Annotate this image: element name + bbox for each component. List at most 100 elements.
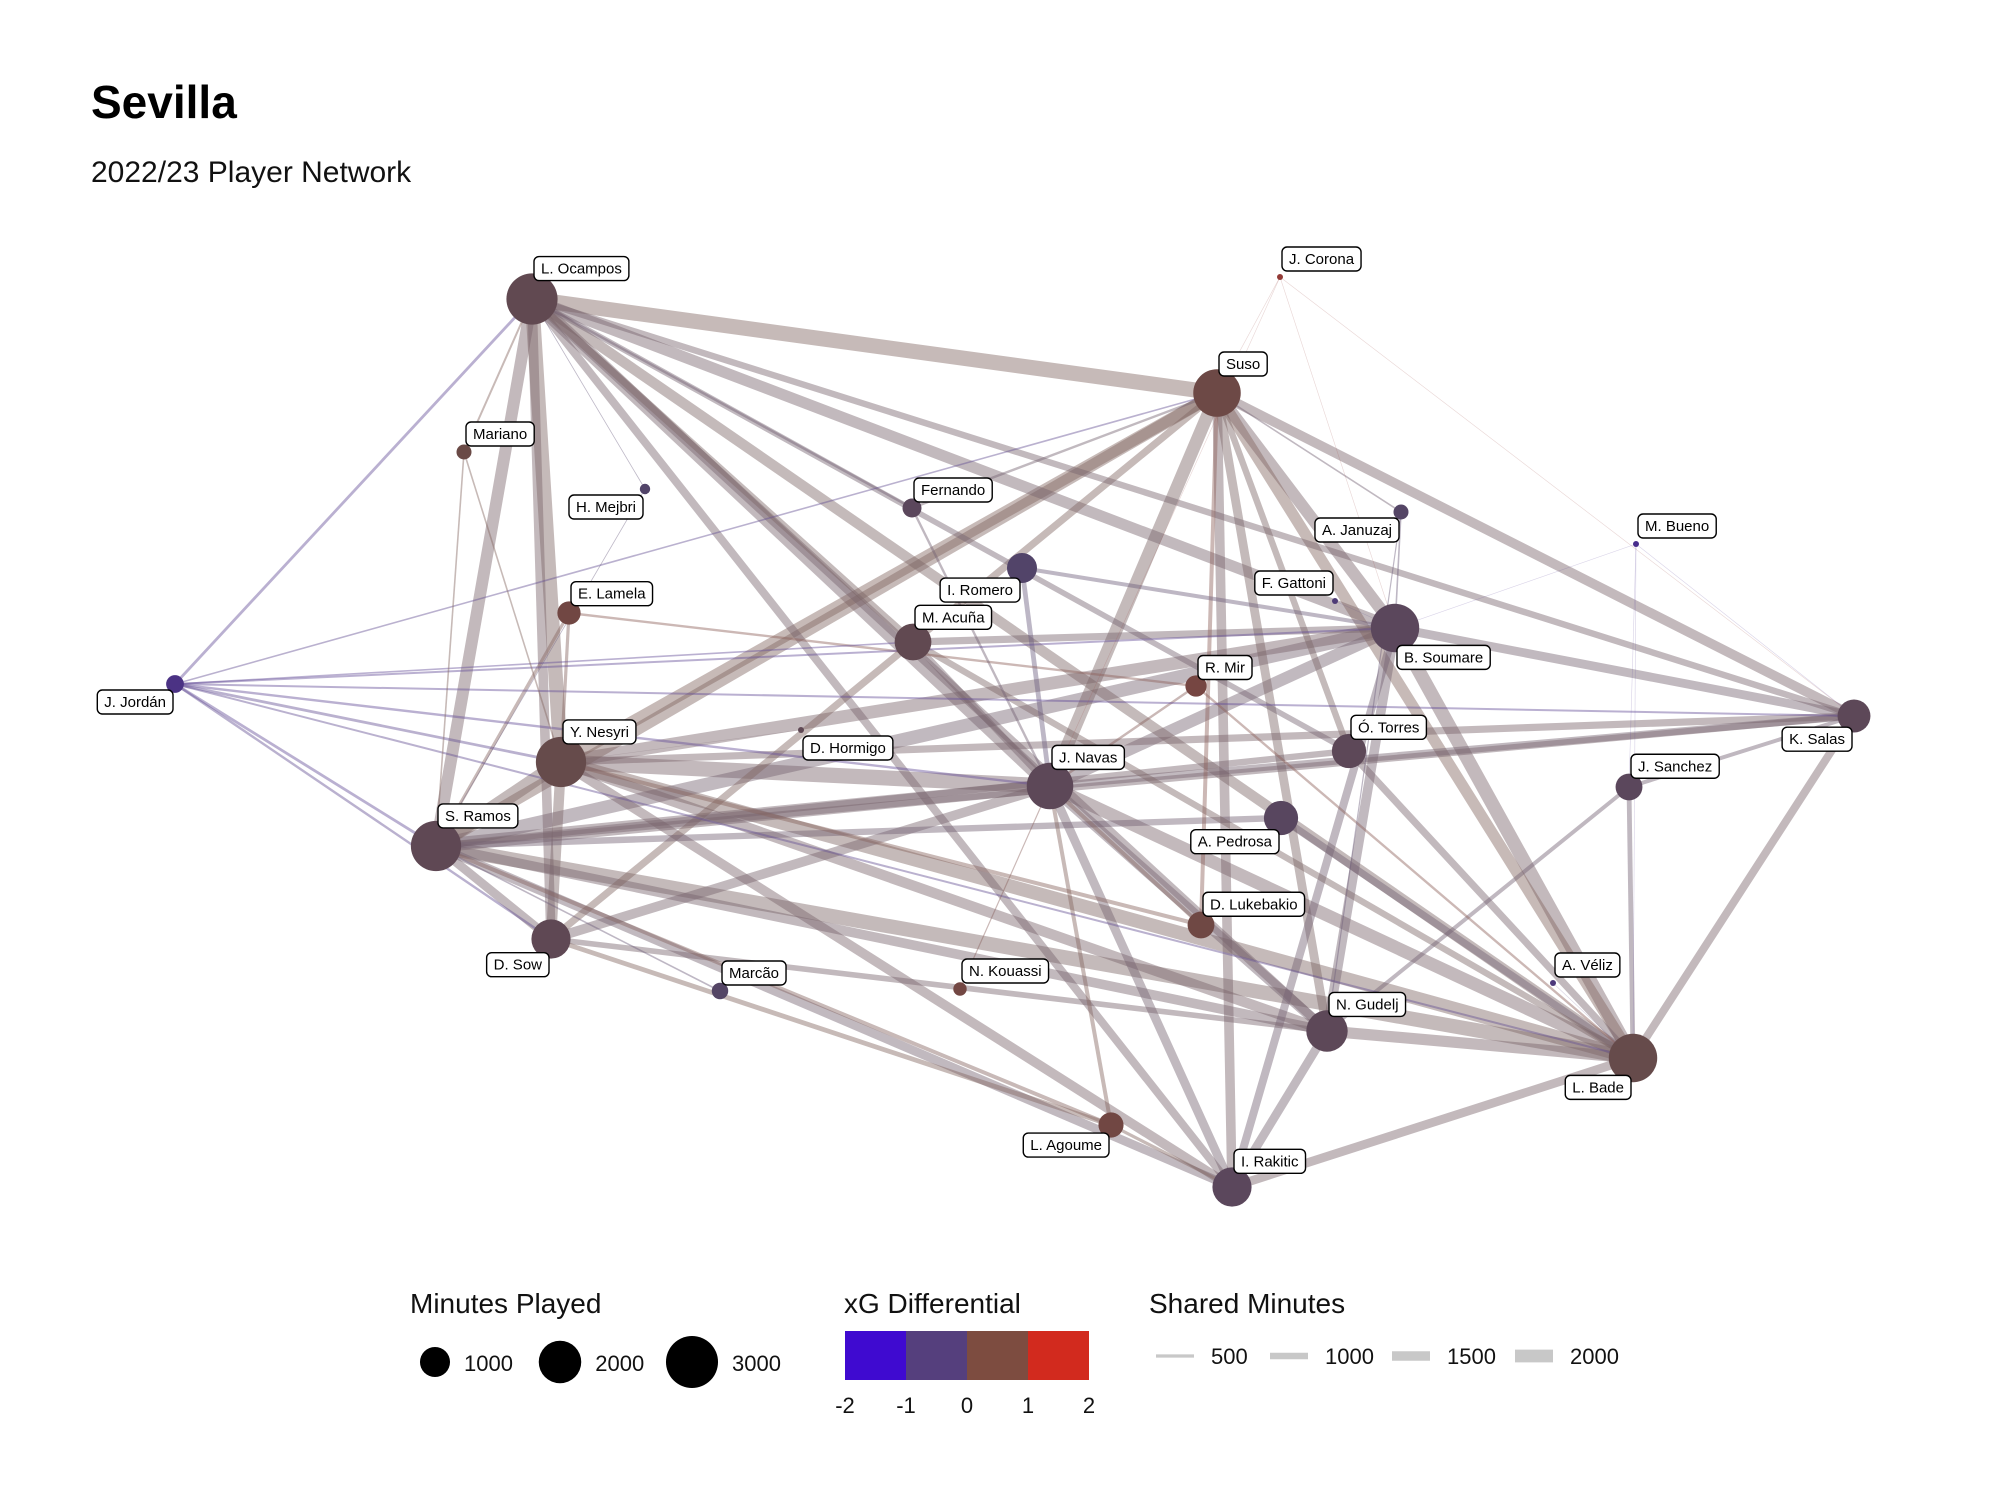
edge [1044,390,1223,789]
player-label: L. Agoume [1022,1132,1110,1158]
player-name: J. Corona [1289,251,1355,268]
edge [550,936,1112,1128]
edge [531,298,646,490]
player-label: M. Acuña [914,604,993,630]
player-node[interactable] [166,675,184,693]
edge [548,390,1220,942]
edge [527,294,1055,791]
player-node[interactable] [456,444,472,460]
player-node[interactable] [410,820,462,872]
player-label: E. Lamela [570,580,654,607]
edge [435,845,721,992]
player-name: Ó. Torres [1358,719,1419,736]
player-label: Mariano [465,421,535,447]
edge [1045,784,1237,1189]
player-node[interactable] [953,982,967,996]
player-node[interactable] [1212,1167,1252,1207]
edge [1021,566,1396,630]
player-node[interactable] [1615,773,1643,801]
legend-size-circle [665,1335,719,1389]
edge [910,639,1053,789]
label-box [802,735,894,761]
player-node[interactable] [1393,504,1409,520]
label-box [1233,1148,1307,1175]
player-label: A. Pedrosa [1190,829,1280,855]
player-node[interactable] [894,623,932,661]
player-name: Mariano [473,426,527,443]
player-node[interactable] [1306,1010,1348,1052]
edges-layer [173,276,1858,1192]
player-name: M. Acuña [922,609,985,626]
player-label: R. Mir [1197,654,1253,681]
player-node[interactable] [531,919,571,959]
player-node[interactable] [1633,541,1639,547]
player-node[interactable] [1276,273,1284,281]
label-box [465,421,535,447]
edge [1212,392,1237,1188]
player-node[interactable] [798,727,804,733]
edge [524,298,569,763]
label-box [913,477,993,503]
edge [1326,511,1402,1032]
player-name: B. Soumare [1404,649,1483,666]
player-node[interactable] [1098,1112,1124,1138]
edge [434,841,1234,1192]
player-node[interactable] [1550,980,1556,986]
legend-size-label: 3000 [732,1351,781,1376]
edge [560,712,1855,766]
player-label: J. Jordán [96,689,174,715]
edge [435,779,1051,853]
edge [1394,623,1855,721]
label-box [1328,991,1407,1018]
player-name: S. Ramos [445,808,511,825]
player-name: M. Bueno [1645,518,1709,535]
player-name: Marcão [729,965,779,982]
legend-xg-tick: 0 [961,1393,973,1418]
edge [531,295,1855,720]
player-node[interactable] [1608,1033,1658,1083]
player-node[interactable] [1185,675,1207,697]
edge [434,838,1635,1066]
player-label: F. Gattoni [1254,570,1334,596]
player-node[interactable] [1370,603,1420,653]
player-name: I. Rakitic [1241,1153,1299,1170]
edge [530,293,1397,634]
player-node[interactable] [711,982,729,1000]
player-node[interactable] [1006,552,1038,584]
label-box [1218,351,1268,377]
player-node[interactable] [1837,699,1871,733]
player-node[interactable] [557,601,581,625]
label-box [1564,1074,1632,1101]
edge [435,747,1350,850]
player-node[interactable] [1263,800,1299,836]
legend-size-label: 1000 [464,1351,513,1376]
edge [545,761,567,940]
label-box [1254,570,1334,596]
player-node[interactable] [1332,598,1338,604]
player-node[interactable] [506,273,558,325]
player-node[interactable] [1331,733,1367,769]
player-node[interactable] [535,736,587,788]
player-node[interactable] [1193,369,1241,417]
edge [959,785,1051,990]
player-name: J. Jordán [104,694,166,711]
label-box [1396,644,1491,671]
player-node[interactable] [1187,911,1215,939]
player-node[interactable] [1026,762,1074,810]
label-box [1314,517,1400,543]
player-label: A. Januzaj [1314,517,1400,543]
edge [435,814,1282,850]
legend-width-label: 1000 [1325,1344,1374,1369]
player-label: N. Kouassi [961,958,1050,984]
label-box [437,803,519,829]
player-name: I. Romero [947,582,1013,599]
legend-xg-tick: -2 [835,1393,855,1418]
player-name: Suso [1226,356,1260,373]
label-box [1051,744,1126,771]
player-node[interactable] [902,498,922,518]
label-box [485,951,550,978]
legend-shared-title: Shared Minutes [1149,1288,1345,1319]
edge [549,781,1052,944]
label-box [562,719,637,745]
player-node[interactable] [639,483,651,495]
